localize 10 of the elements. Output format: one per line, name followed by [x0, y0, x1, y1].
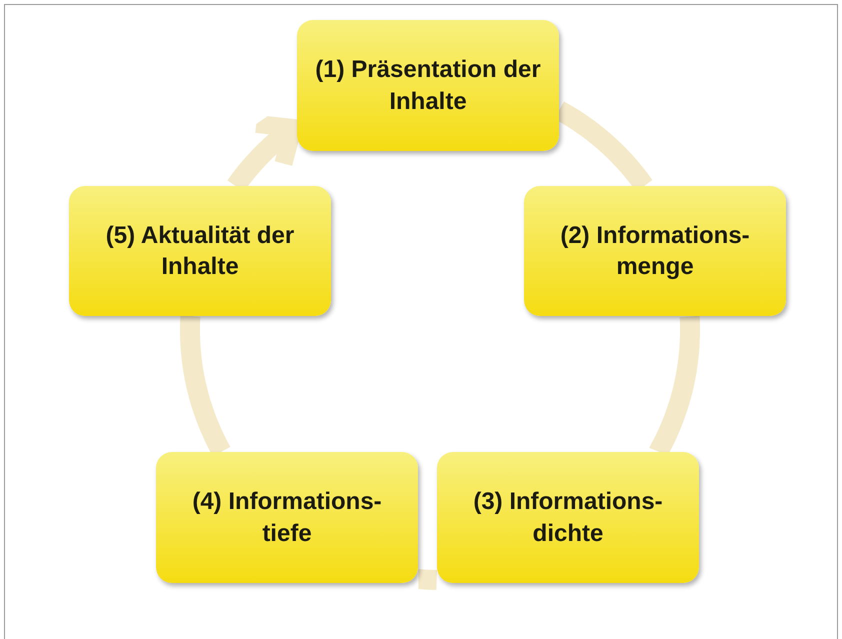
- step-box: [437, 452, 699, 583]
- step-label: (2) Informations- menge: [559, 220, 751, 282]
- step-box: [297, 20, 559, 151]
- step-box: [69, 186, 331, 316]
- step-label: (4) Informations- tiefe: [191, 487, 383, 548]
- step-label: (3) Informations- dichte: [472, 487, 664, 548]
- step-box: [524, 186, 786, 316]
- step-label: (1) Präsentation der Inhalte: [314, 55, 542, 116]
- step-box: [156, 452, 418, 583]
- step-label: (5) Aktualität der Inhalte: [104, 220, 296, 282]
